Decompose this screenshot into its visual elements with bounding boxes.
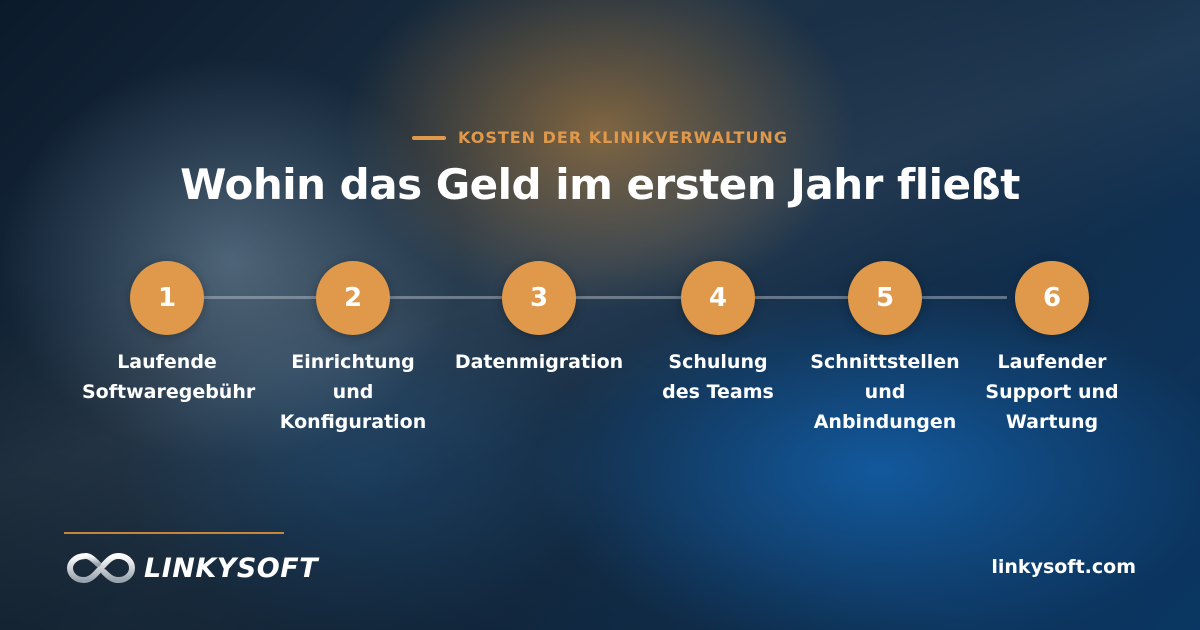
brand-logo[interactable]: LINKYSOFT xyxy=(66,548,318,588)
step-3: 3 Datenmigration xyxy=(454,261,624,377)
step-label: Schulung des Teams xyxy=(662,351,774,403)
eyebrow: KOSTEN DER KLINIKVERWALTUNG xyxy=(0,128,1200,147)
infinity-link-icon xyxy=(66,552,136,584)
step-6: 6 Laufender Support und Wartung xyxy=(967,261,1137,437)
eyebrow-text: KOSTEN DER KLINIKVERWALTUNG xyxy=(458,128,788,147)
step-number: 3 xyxy=(529,283,549,313)
step-number: 1 xyxy=(157,283,177,313)
step-number: 4 xyxy=(708,283,728,313)
step-1: 1 Laufende Softwaregebühr xyxy=(82,261,256,407)
step-number-badge: 5 xyxy=(848,261,922,335)
website-link[interactable]: linkysoft.com xyxy=(991,556,1136,578)
step-number-badge: 3 xyxy=(502,261,576,335)
step-number-badge: 6 xyxy=(1015,261,1089,335)
eyebrow-accent-line xyxy=(412,135,447,140)
step-number-badge: 1 xyxy=(130,261,204,335)
step-number-badge: 2 xyxy=(316,261,390,335)
page-title: Wohin das Geld im ersten Jahr fließt xyxy=(180,160,1020,209)
step-label: Laufender Support und Wartung xyxy=(985,351,1119,433)
step-number: 5 xyxy=(875,283,895,313)
step-number-badge: 4 xyxy=(681,261,755,335)
step-label: Laufende Softwaregebühr xyxy=(82,351,256,403)
step-number: 6 xyxy=(1042,283,1062,313)
step-label: Schnittstellen und Anbindungen xyxy=(810,351,960,433)
step-label: Einrichtung und Konfiguration xyxy=(279,351,427,433)
step-2: 2 Einrichtung und Konfiguration xyxy=(268,261,438,437)
steps-connector-line xyxy=(167,296,1007,299)
footer-accent-line xyxy=(64,532,284,534)
step-number: 2 xyxy=(343,283,363,313)
step-label: Datenmigration xyxy=(454,351,624,373)
step-4: 4 Schulung des Teams xyxy=(633,261,803,407)
brand-name: LINKYSOFT xyxy=(144,552,319,584)
step-5: 5 Schnittstellen und Anbindungen xyxy=(800,261,970,437)
